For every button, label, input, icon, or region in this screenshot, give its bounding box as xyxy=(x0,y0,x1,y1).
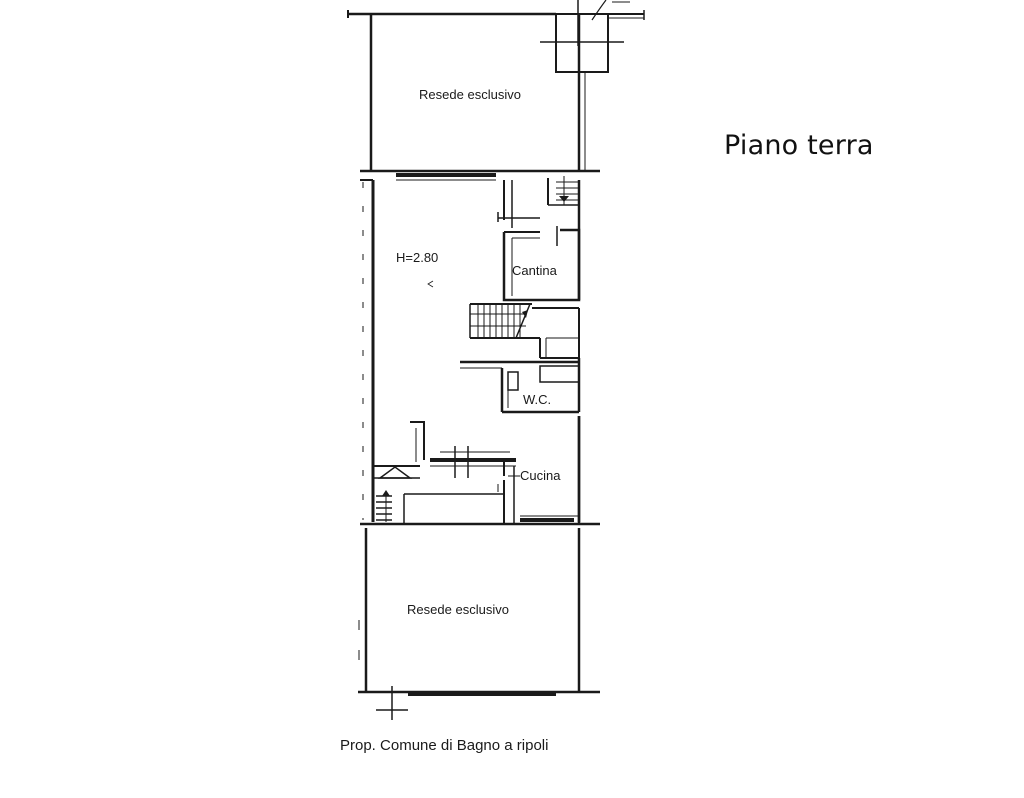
label-cucina: Cucina xyxy=(520,468,561,483)
label-resede-bottom: Resede esclusivo xyxy=(407,602,509,617)
label-owner: Prop. Comune di Bagno a ripoli xyxy=(340,737,548,754)
wall-separator-top xyxy=(360,169,600,181)
label-height: H=2.80 xyxy=(396,250,438,265)
bottom-garden xyxy=(358,528,600,720)
house-walls xyxy=(360,179,600,526)
label-resede-top: Resede esclusivo xyxy=(419,87,521,102)
stair-top-right xyxy=(497,176,579,228)
label-cantina: Cantina xyxy=(512,263,558,278)
top-garden xyxy=(347,0,645,170)
arrow-mark xyxy=(427,280,434,288)
room-wc xyxy=(460,358,581,414)
label-wc: W.C. xyxy=(523,392,551,407)
stair-internal xyxy=(469,303,580,359)
room-cantina xyxy=(502,226,581,302)
room-cucina xyxy=(373,416,581,524)
floor-title: Piano terra xyxy=(724,130,874,161)
